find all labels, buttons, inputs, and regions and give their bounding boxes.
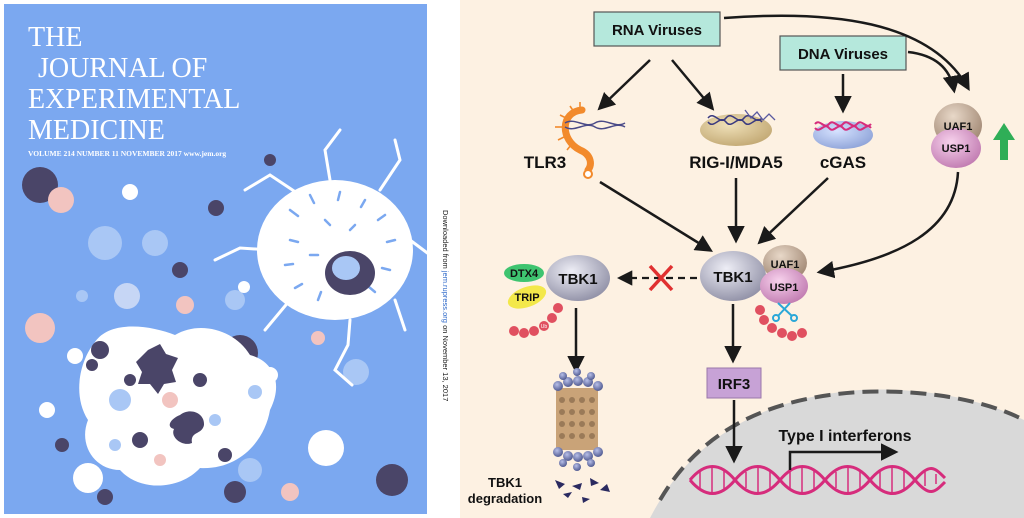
nucleus <box>650 389 1024 518</box>
cover-title-line-2: JOURNAL OF <box>38 53 207 84</box>
download-notice-suffix: on November 13, 2017 <box>441 323 450 401</box>
rig-i-mda5-label: RIG-I/MDA5 <box>689 153 783 172</box>
irf3-box: IRF3 <box>706 367 762 399</box>
tbk1-ubiquitinated-complex: TBK1 DTX4 TRIP Ub <box>504 255 610 338</box>
arrow-rna-to-rig <box>671 59 715 111</box>
blocked-degradation-path <box>616 264 697 292</box>
dna-helix-icon <box>688 465 947 495</box>
tlr3-sensor: TLR3 <box>524 102 626 179</box>
ub-label: Ub <box>541 324 548 330</box>
tbk1-activation-arrows <box>599 171 960 279</box>
cgas-sensor: cGAS <box>813 121 873 172</box>
signaling-diagram: RNA Viruses DNA Viruses TLR3 <box>460 0 1024 518</box>
download-notice-prefix: Downloaded from <box>441 210 450 271</box>
arrow-rna-to-tlr3 <box>597 59 651 111</box>
cgas-label: cGAS <box>820 153 866 172</box>
scissors-icon <box>772 302 798 322</box>
dna-viruses-box: DNA Viruses <box>779 35 907 71</box>
rig-i-mda5-sensor: RIG-I/MDA5 <box>689 109 783 172</box>
proteasome-icon <box>553 368 603 471</box>
usp1-label-center: USP1 <box>770 282 799 294</box>
irf3-label: IRF3 <box>718 376 751 393</box>
dna-viruses-label: DNA Viruses <box>798 46 888 63</box>
tbk1-degradation-line-1: TBK1 <box>488 475 522 490</box>
arrow-cgas-to-tbk1 <box>757 177 829 245</box>
cover-immune-cell <box>213 128 432 387</box>
download-notice-link[interactable]: jem.rupress.org <box>441 270 450 323</box>
tbk1-label-center: TBK1 <box>713 269 752 286</box>
arrow-uaf1-to-complex <box>816 171 960 279</box>
uaf1-label-center: UAF1 <box>771 259 800 271</box>
tlr3-label: TLR3 <box>524 153 567 172</box>
cover-macrophage <box>79 326 277 486</box>
journal-cover: THE JOURNAL OF EXPERIMENTAL MEDICINE VOL… <box>0 0 458 518</box>
dtx4-label: DTX4 <box>510 268 539 280</box>
uaf1-label-top: UAF1 <box>944 121 973 133</box>
transcription-arrow <box>788 443 899 470</box>
rna-viruses-box: RNA Viruses <box>593 11 721 47</box>
upregulation-arrow-icon <box>993 123 1015 160</box>
arrow-rna-to-uaf1 <box>723 14 970 92</box>
type-i-interferons-label: Type I interferons <box>778 428 911 445</box>
cover-download-notice: Downloaded from jem.rupress.org on Novem… <box>441 210 450 401</box>
virus-arrows <box>597 14 970 114</box>
rna-viruses-label: RNA Viruses <box>612 22 702 39</box>
inhibition-x-icon <box>648 264 674 292</box>
cover-title-line-4: MEDICINE <box>28 115 165 146</box>
degradation-fragments <box>555 478 610 503</box>
tbk1-degradation-line-2: degradation <box>468 491 542 506</box>
arrow-dna-to-uaf1 <box>907 50 961 94</box>
cover-issue-line: VOLUME 214 NUMBER 11 NOVEMBER 2017 www.j… <box>28 149 226 158</box>
usp1-label-top: USP1 <box>942 143 971 155</box>
cover-title-line-1: THE <box>28 22 82 53</box>
cover-title-line-3: EXPERIMENTAL <box>28 84 240 115</box>
tbk1-label-left: TBK1 <box>558 271 597 288</box>
arrow-tlr3-to-tbk1 <box>599 180 713 252</box>
ub-chain-left: Ub <box>509 303 563 338</box>
trip-label: TRIP <box>514 292 539 304</box>
tbk1-active-complex: TBK1 UAF1 USP1 <box>700 245 808 341</box>
uaf1-usp1-complex-top: UAF1 USP1 <box>931 103 1015 168</box>
ub-chain-cleaved <box>755 305 807 341</box>
